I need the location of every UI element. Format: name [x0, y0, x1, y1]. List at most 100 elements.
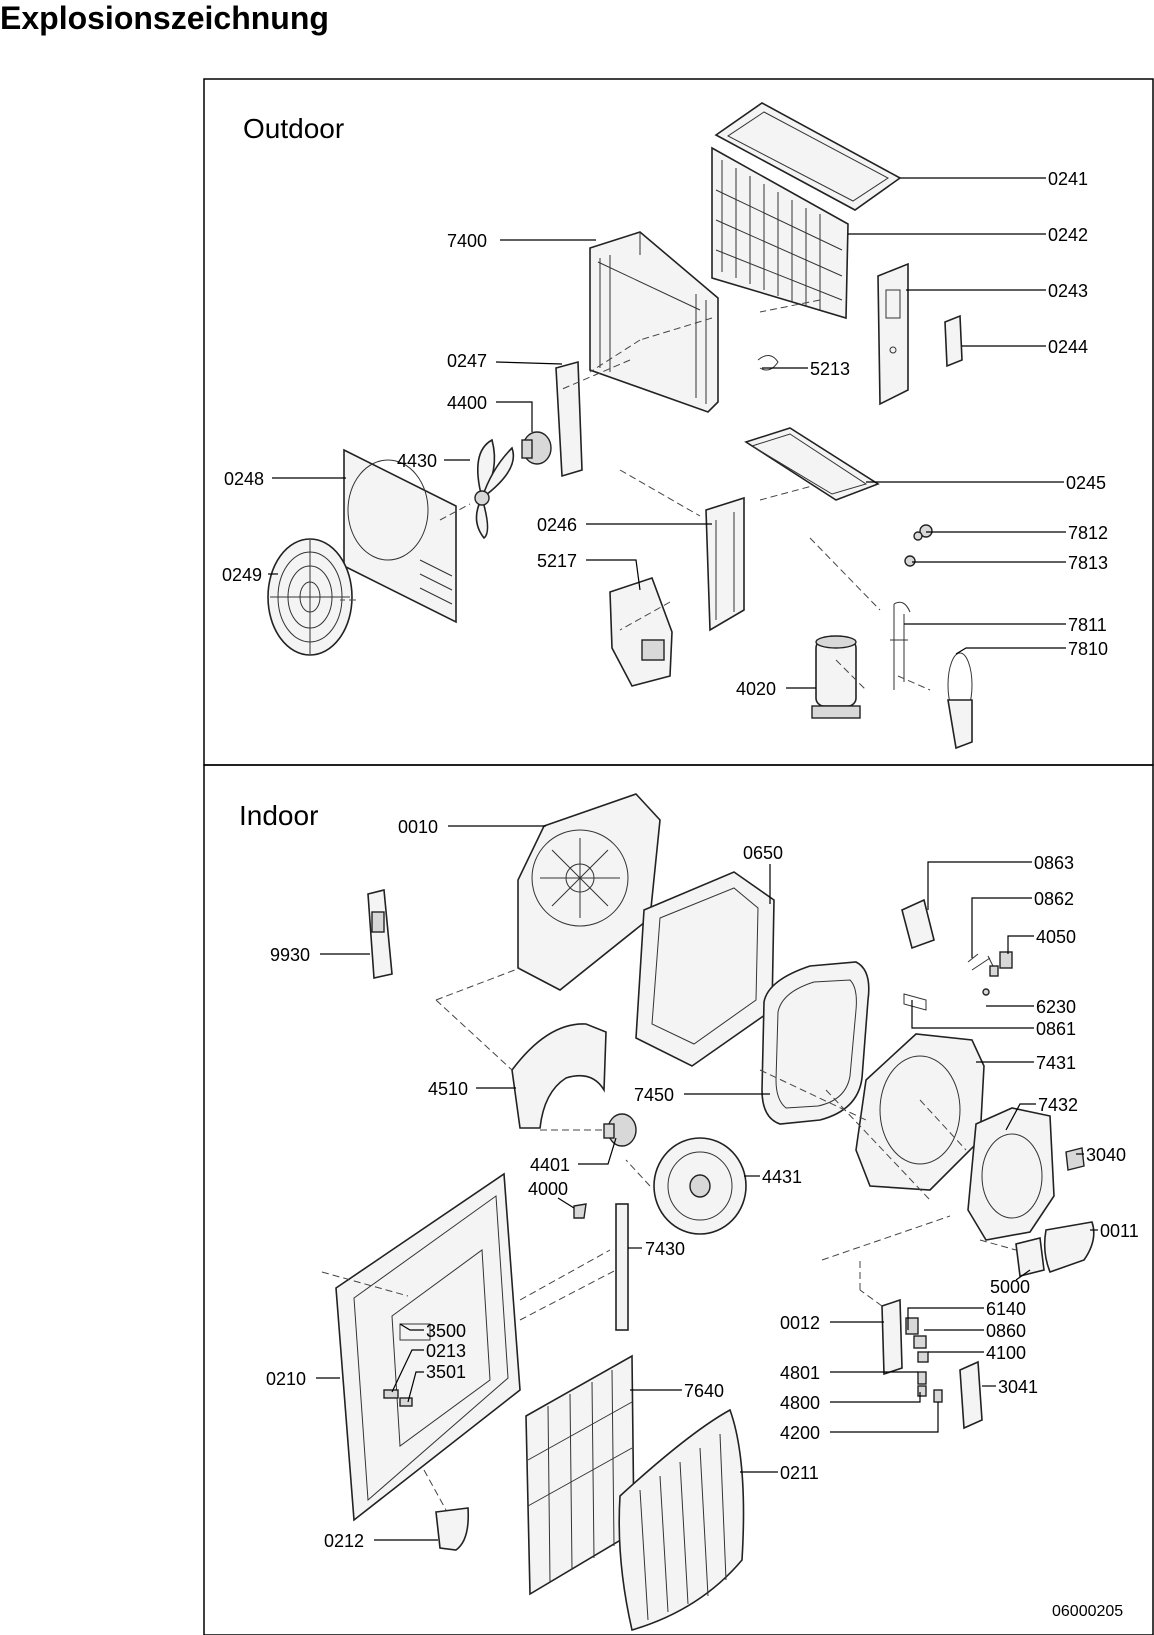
label-3501: 3501 [407, 1362, 466, 1403]
svg-text:7811: 7811 [1068, 615, 1107, 635]
assembly-line [340, 299, 931, 691]
svg-text:0211: 0211 [780, 1463, 819, 1483]
label-0248: 0248 [224, 469, 346, 489]
drawing-code: 06000205 [1052, 1603, 1123, 1620]
svg-text:3501: 3501 [426, 1362, 466, 1382]
part-scroll-housing [511, 1023, 607, 1129]
part-sensor-clip [999, 951, 1013, 969]
svg-text:0247: 0247 [447, 351, 487, 371]
part-terminal-b [917, 1385, 927, 1397]
part-front-panel-frame [335, 1172, 521, 1522]
label-0213: 0213 [391, 1341, 466, 1393]
label-0011: 0011 [1090, 1221, 1139, 1241]
svg-text:0246: 0246 [537, 515, 577, 535]
svg-text:0861: 0861 [1036, 1019, 1076, 1039]
svg-text:0010: 0010 [398, 817, 438, 837]
label-3040: 3040 [1076, 1145, 1126, 1165]
label-9930: 9930 [270, 945, 370, 965]
label-7430: 7430 [628, 1239, 685, 1259]
label-0244: 0244 [962, 337, 1088, 357]
part-drain-pan [635, 871, 775, 1067]
part-base-tray [744, 427, 880, 501]
part-side-panel [877, 262, 909, 406]
svg-text:0863: 0863 [1034, 853, 1074, 873]
label-4020: 4020 [736, 679, 816, 699]
svg-text:4050: 4050 [1036, 927, 1076, 947]
part-turbo-fan [653, 1137, 747, 1235]
part-fan-guard [267, 538, 353, 656]
part-small-sensor [573, 1203, 587, 1219]
svg-text:0248: 0248 [224, 469, 264, 489]
part-condenser-coil [589, 231, 719, 413]
svg-text:4200: 4200 [780, 1423, 820, 1443]
svg-text:4800: 4800 [780, 1393, 820, 1413]
part-pcb-holder [881, 1298, 903, 1376]
svg-text:4401: 4401 [530, 1155, 570, 1175]
part-insulation-pad [1015, 1237, 1045, 1277]
svg-text:4801: 4801 [780, 1363, 820, 1383]
part-pcb-small-b [913, 1335, 927, 1349]
part-pcb-small-a [905, 1317, 919, 1335]
svg-text:0213: 0213 [426, 1341, 466, 1361]
svg-text:5000: 5000 [990, 1277, 1030, 1297]
svg-text:7810: 7810 [1068, 639, 1108, 659]
part-front-panel-grille [711, 146, 849, 320]
label-0862: 0862 [971, 889, 1074, 958]
svg-text:4000: 4000 [528, 1179, 568, 1199]
label-0249: 0249 [222, 565, 278, 585]
svg-text:5213: 5213 [810, 359, 850, 379]
part-side-cover [959, 1360, 983, 1430]
label-7432: 7432 [1005, 1095, 1078, 1131]
part-partition-plate [705, 496, 745, 632]
label-0863: 0863 [927, 853, 1074, 910]
label-4401: 4401 [530, 1137, 617, 1175]
part-fan-motor [521, 431, 552, 465]
part-service-cover [944, 314, 963, 368]
label-7640: 7640 [630, 1381, 724, 1401]
part-evaporator-coil [761, 961, 870, 1125]
part-expansion-coil [947, 652, 973, 750]
assembly-line [321, 967, 1017, 1511]
part-air-filter [525, 1354, 635, 1596]
part-drain-flap [1043, 1221, 1095, 1274]
label-4200: 4200 [780, 1402, 939, 1443]
svg-text:0243: 0243 [1048, 281, 1088, 301]
label-7812: 7812 [926, 523, 1108, 543]
label-0212: 0212 [324, 1531, 438, 1551]
label-4801: 4801 [780, 1363, 918, 1383]
part-terminal-c [933, 1389, 943, 1403]
label-7431: 7431 [976, 1053, 1076, 1073]
part-display-label [399, 1323, 431, 1341]
label-0247: 0247 [447, 351, 563, 371]
svg-text:5217: 5217 [537, 551, 577, 571]
svg-text:7640: 7640 [684, 1381, 724, 1401]
indoor-section-title: Indoor [239, 800, 318, 831]
svg-text:4020: 4020 [736, 679, 776, 699]
label-7400: 7400 [447, 231, 596, 251]
svg-text:0012: 0012 [780, 1313, 820, 1333]
part-electrical-cover [901, 898, 935, 950]
label-0242: 0242 [848, 225, 1088, 245]
part-service-valve-b [904, 555, 916, 567]
label-4431: 4431 [744, 1167, 802, 1187]
label-7811: 7811 [904, 615, 1107, 635]
indoor-frame [203, 764, 1154, 1635]
label-6230: 6230 [986, 997, 1076, 1017]
part-control-box [609, 576, 673, 687]
outdoor-section-title: Outdoor [243, 113, 344, 144]
svg-text:0245: 0245 [1066, 473, 1106, 493]
svg-text:3041: 3041 [998, 1377, 1038, 1397]
label-5000: 5000 [990, 1269, 1031, 1297]
part-wire-clip [903, 993, 927, 1011]
label-0211: 0211 [740, 1463, 819, 1483]
label-0210: 0210 [266, 1369, 340, 1389]
svg-text:6140: 6140 [986, 1299, 1026, 1319]
svg-text:0650: 0650 [743, 843, 783, 863]
svg-text:6230: 6230 [1036, 997, 1076, 1017]
part-service-valve-a [913, 524, 933, 541]
label-0860: 0860 [924, 1321, 1026, 1341]
part-pcb-small-c [917, 1351, 929, 1363]
part-corner-cover [435, 1507, 470, 1551]
outdoor-frame [203, 78, 1154, 766]
